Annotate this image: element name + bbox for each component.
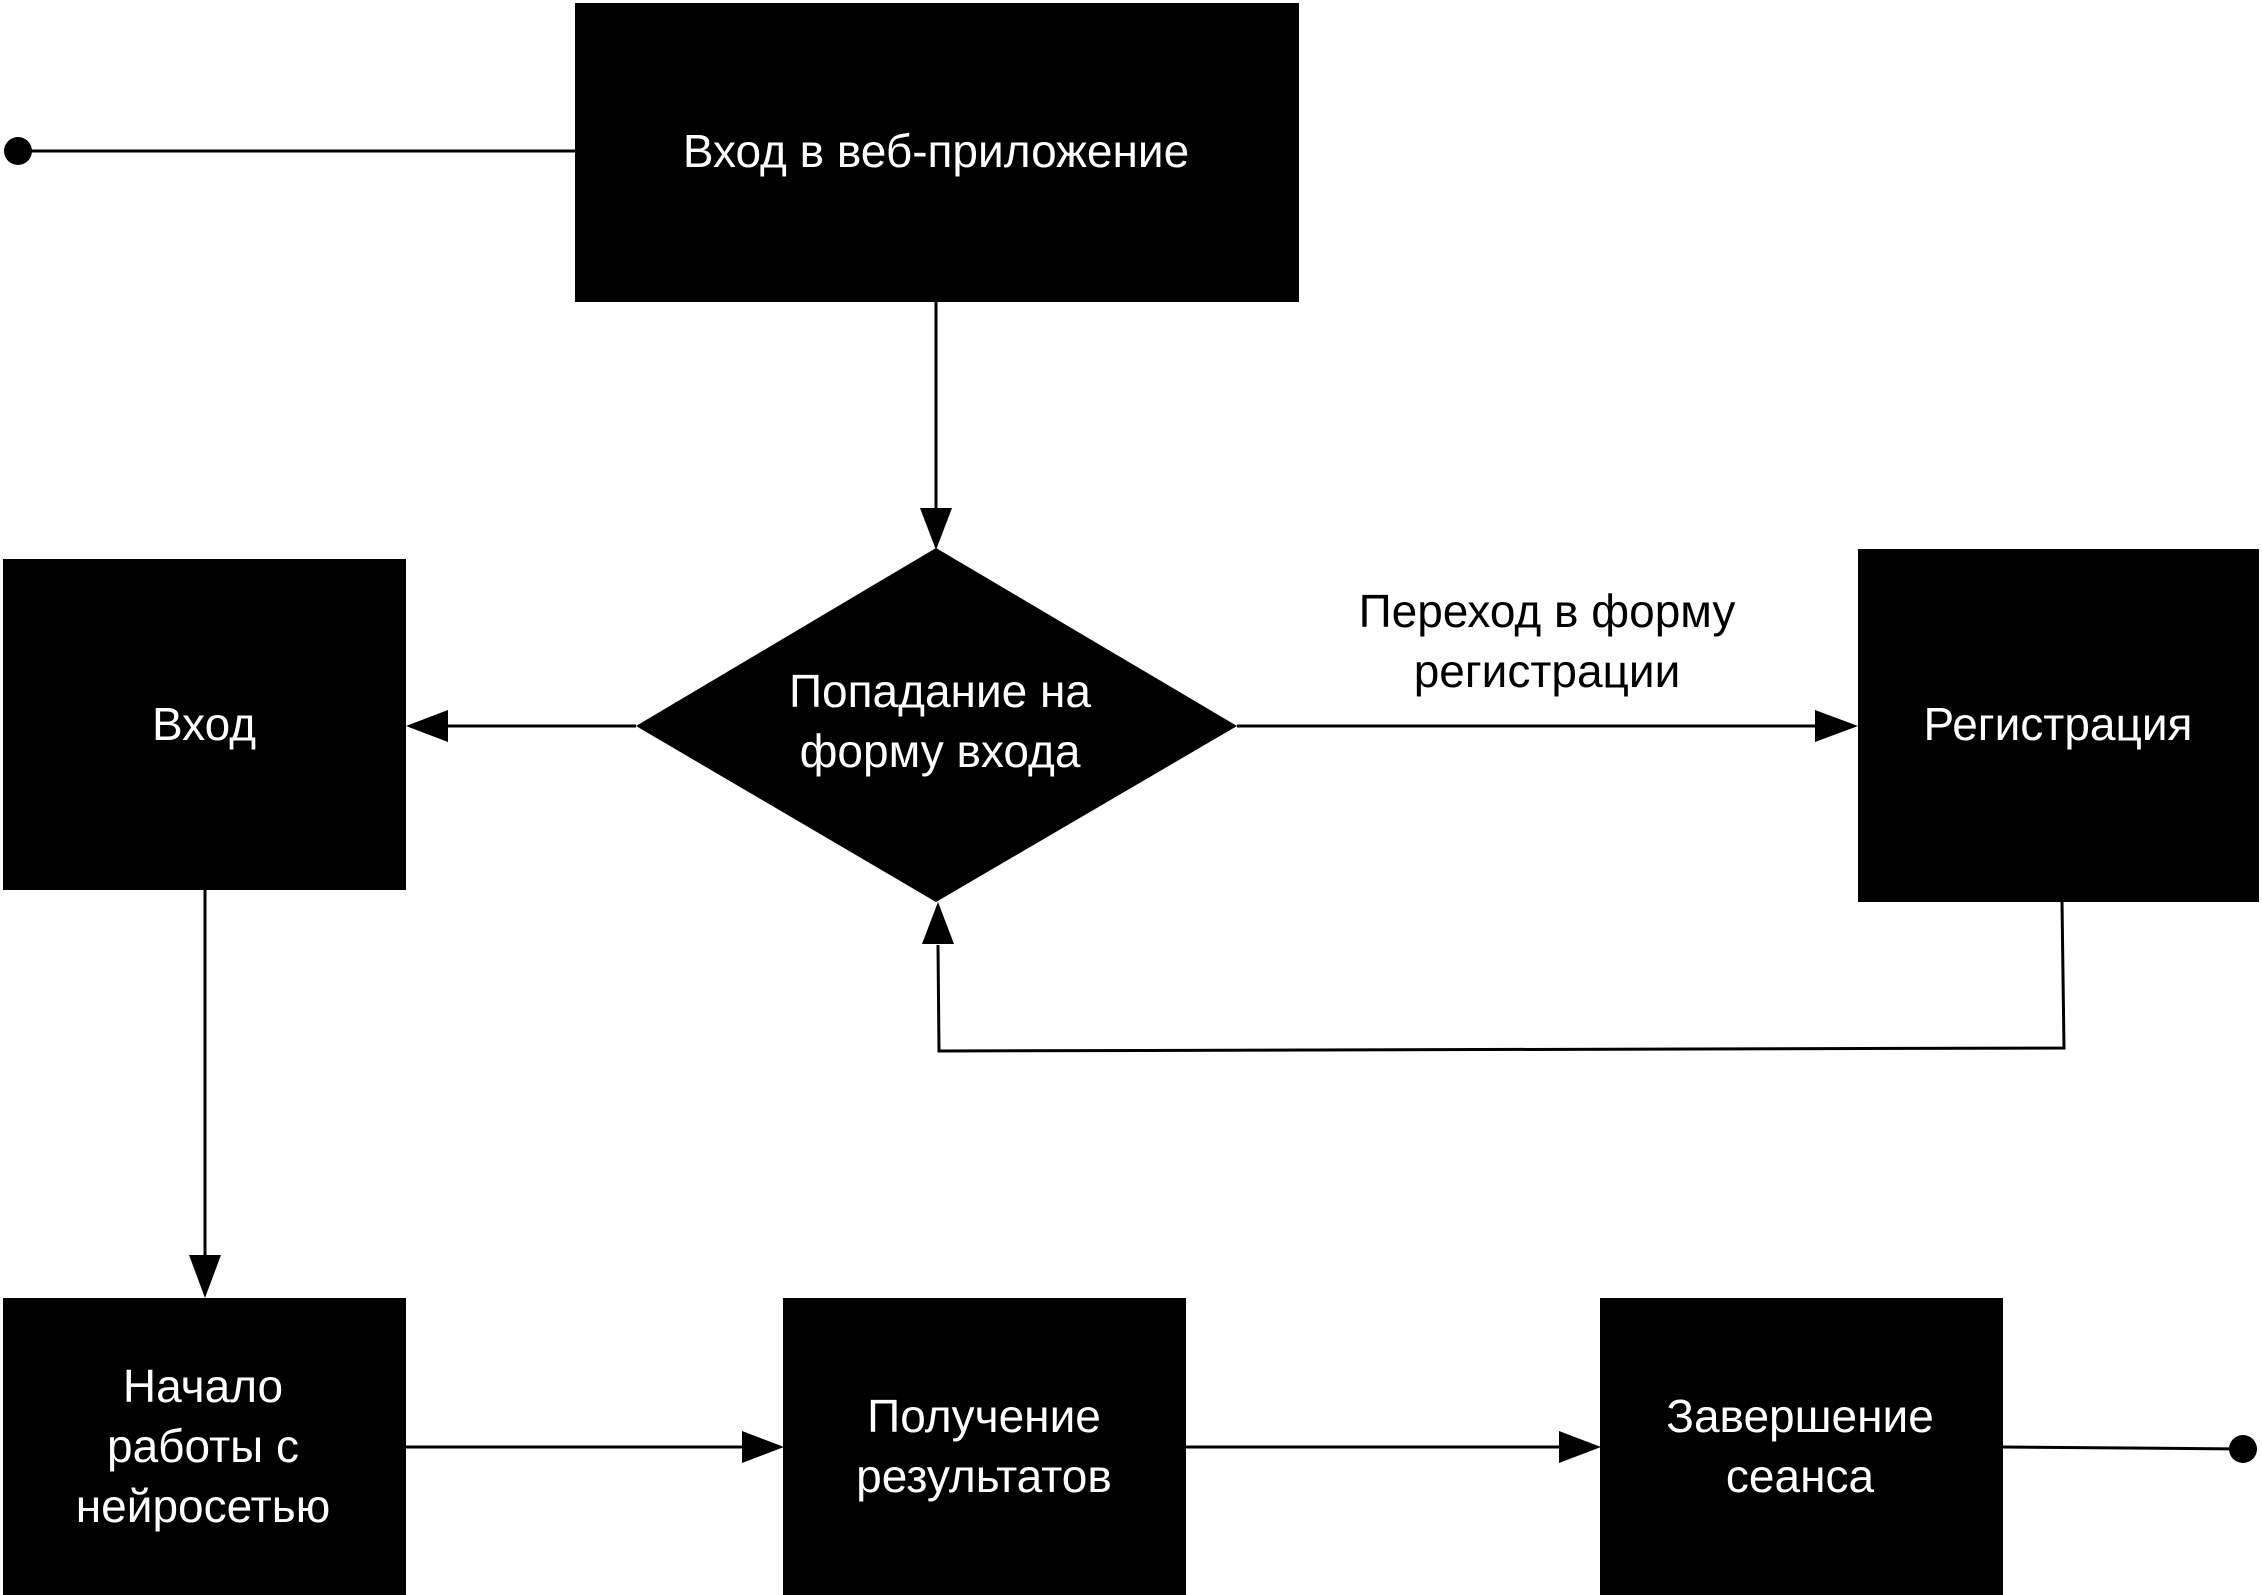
node-login: Вход <box>3 559 406 890</box>
node-registration-label: Регистрация <box>1924 698 2193 750</box>
node-web-app-entry-box <box>575 3 1299 302</box>
node-end-session-box <box>1600 1298 2003 1595</box>
node-end-session: Завершение сеанса <box>1600 1298 2003 1595</box>
edge-end-to-terminal <box>2002 1445 2244 1451</box>
arrowhead-down-decision <box>920 508 952 550</box>
node-get-results-label-1: Получение <box>867 1390 1101 1442</box>
arrowhead-right-end <box>1559 1431 1601 1463</box>
node-login-decision-label-2: форму входа <box>800 725 1081 777</box>
node-end-session-label-1: Завершение <box>1666 1390 1934 1442</box>
edge-label-to-registration-1: Переход в форму <box>1359 585 1736 637</box>
node-login-decision-diamond <box>636 548 1237 902</box>
node-login-decision-label-1: Попадание на <box>789 665 1091 717</box>
node-start-work: Начало работы с нейросетью <box>3 1298 406 1595</box>
edges <box>4 137 2257 1463</box>
node-start-work-label-3: нейросетью <box>76 1480 330 1532</box>
node-end-session-label-2: сеанса <box>1726 1450 1875 1502</box>
arrowhead-down-start-work <box>189 1255 221 1298</box>
arrowhead-right-results <box>742 1431 784 1463</box>
end-terminal <box>2229 1435 2257 1463</box>
node-login-decision: Попадание на форму входа <box>636 548 1237 902</box>
edge-label-to-registration: Переход в форму регистрации <box>1359 585 1736 697</box>
node-registration-box <box>1858 549 2259 902</box>
node-login-label: Вход <box>152 698 256 750</box>
node-get-results: Получение результатов <box>783 1298 1186 1595</box>
node-start-work-box <box>3 1298 406 1595</box>
node-web-app-entry-label: Вход в веб-приложение <box>683 125 1189 177</box>
node-get-results-label-2: результатов <box>856 1450 1112 1502</box>
node-get-results-box <box>783 1298 1186 1595</box>
arrowhead-up-decision <box>922 902 954 944</box>
node-registration: Регистрация <box>1858 549 2259 902</box>
arrowhead-right-registration <box>1815 710 1858 742</box>
edge-registration-to-decision <box>936 901 2066 1053</box>
arrowhead-left-login <box>406 710 448 742</box>
node-web-app-entry: Вход в веб-приложение <box>575 3 1299 302</box>
node-start-work-label-2: работы с <box>107 1420 299 1472</box>
edge-label-to-registration-2: регистрации <box>1414 645 1681 697</box>
node-start-work-label-1: Начало <box>123 1360 283 1412</box>
node-login-box <box>3 559 406 890</box>
